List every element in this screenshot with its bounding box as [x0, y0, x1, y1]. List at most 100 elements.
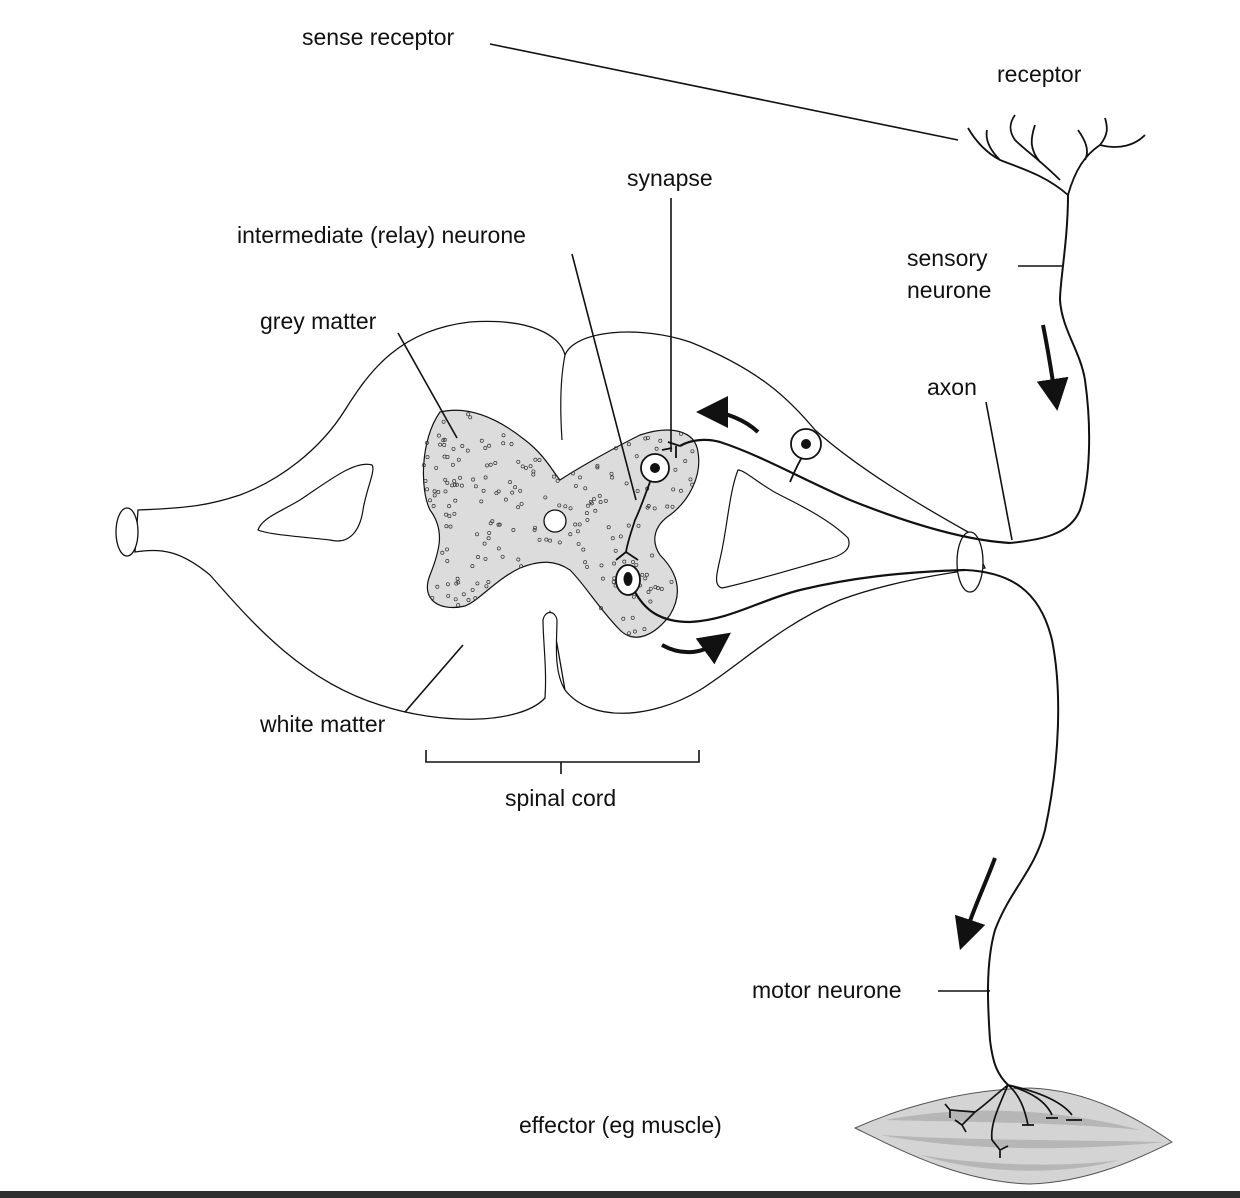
- leader-axon: [985, 401, 1013, 541]
- speckle: [470, 587, 475, 592]
- speckle: [503, 497, 508, 502]
- speckle: [613, 446, 618, 451]
- muscle-band-2: [880, 1135, 1165, 1149]
- ventral-fissure: [542, 611, 566, 699]
- speckle: [444, 524, 449, 529]
- speckle: [454, 581, 459, 586]
- label-grey-matter: grey matter: [260, 308, 377, 334]
- speckle: [631, 559, 635, 564]
- speckle: [488, 521, 493, 526]
- label-intermediate-neurone: intermediate (relay) neurone: [237, 222, 526, 248]
- speckle: [568, 506, 573, 511]
- speckle: [679, 488, 683, 493]
- speckle: [425, 440, 429, 445]
- speckle: [453, 498, 458, 503]
- speckle: [447, 514, 452, 519]
- speckle: [487, 443, 492, 448]
- speckle: [583, 486, 588, 491]
- speckle: [622, 559, 627, 564]
- speckle: [458, 475, 462, 480]
- speckle: [459, 483, 464, 488]
- label-motor-neurone: motor neurone: [752, 977, 902, 1003]
- speckle: [531, 469, 536, 474]
- speckle: [634, 454, 639, 459]
- speckle: [460, 444, 465, 448]
- muscle-shape: [853, 1087, 1173, 1185]
- speckle: [443, 489, 448, 494]
- left-horn-hole: [257, 463, 374, 542]
- speckle: [613, 548, 618, 553]
- speckle: [599, 606, 603, 611]
- sensory-neurone: [661, 114, 1146, 545]
- speckle: [533, 457, 538, 462]
- speckle: [443, 477, 448, 482]
- motor-neurone: [615, 564, 1060, 1086]
- spinal-cord-outline: [134, 320, 986, 720]
- speckle: [423, 478, 428, 483]
- label-axon: axon: [927, 374, 977, 400]
- speckle: [588, 499, 593, 504]
- speckle: [654, 446, 659, 451]
- arrow-motor-right: [661, 632, 731, 665]
- speckle: [626, 442, 631, 447]
- speckle: [575, 529, 580, 534]
- speckle: [631, 594, 636, 599]
- motor-axon: [964, 569, 1060, 1086]
- speckle: [603, 498, 608, 503]
- speckle: [648, 599, 653, 604]
- speckle: [447, 504, 452, 509]
- speckle: [496, 489, 501, 494]
- speckle: [665, 504, 670, 509]
- speckle: [626, 523, 631, 528]
- speckle: [557, 540, 562, 545]
- speckle: [621, 616, 626, 621]
- speckle: [543, 495, 548, 500]
- grey-matter-speckles: [421, 412, 695, 636]
- label-synapse: synapse: [627, 165, 713, 191]
- speckle: [520, 464, 525, 469]
- speckle: [658, 438, 663, 443]
- speckle: [441, 438, 446, 443]
- speckle: [483, 475, 488, 480]
- speckle: [488, 462, 493, 467]
- speckle: [473, 596, 478, 601]
- bottom-edge-bar: [0, 1191, 1240, 1198]
- speckle: [690, 449, 695, 454]
- speckle: [644, 572, 649, 577]
- speckle: [482, 541, 487, 546]
- receptor-branches: [967, 114, 1146, 196]
- speckle: [609, 471, 614, 476]
- spinal-cord-bracket: [425, 750, 700, 774]
- speckle: [436, 490, 441, 495]
- speckle: [451, 446, 456, 451]
- speckle: [544, 537, 549, 542]
- speckle: [501, 441, 506, 446]
- speckle: [483, 556, 488, 561]
- speckle: [597, 493, 602, 498]
- label-spinal-cord: spinal cord: [505, 785, 617, 811]
- label-sensory-neurone-line2: neurone: [907, 277, 992, 303]
- label-sense-receptor: sense receptor: [302, 24, 455, 50]
- speckle: [648, 586, 653, 591]
- speckle: [442, 443, 447, 447]
- speckle: [452, 479, 457, 484]
- speckle: [634, 562, 639, 567]
- speckle: [537, 537, 542, 542]
- speckle: [645, 505, 650, 510]
- speckle: [509, 442, 514, 446]
- speckle: [598, 500, 603, 505]
- label-sensory-neurone-line1: sensory: [907, 245, 988, 271]
- speckle: [606, 525, 611, 530]
- sensory-axon: [1009, 194, 1091, 544]
- speckle: [436, 433, 441, 438]
- leader-intermediate: [571, 253, 637, 501]
- leader-sense-receptor: [489, 43, 959, 141]
- speckle: [471, 477, 476, 482]
- speckle: [652, 506, 657, 511]
- speckle: [583, 560, 588, 565]
- speckle: [642, 627, 647, 632]
- speckle: [650, 553, 655, 558]
- speckle: [425, 455, 430, 460]
- speckle: [636, 523, 641, 528]
- motor-nucleus: [623, 572, 633, 586]
